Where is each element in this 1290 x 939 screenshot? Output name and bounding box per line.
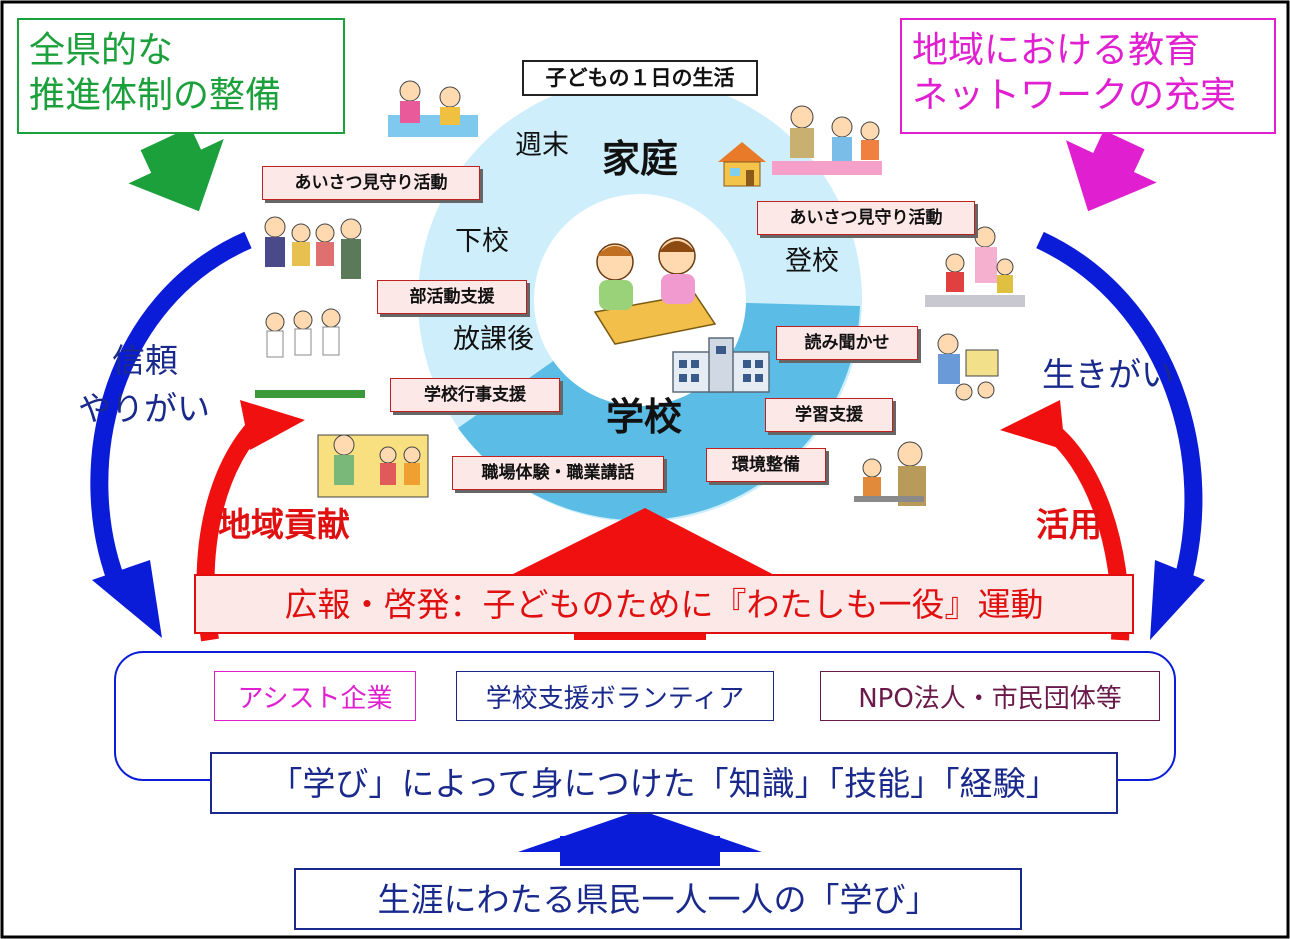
magenta-arrow [1066,130,1157,212]
label-after-class: 放課後 [453,324,534,355]
crossing-guard-children [264,216,362,279]
knowledge-banner: 「学び」によって身につけた「知識」「技能」「経験」 [210,752,1118,814]
label-club-support: 部活動支援 [377,280,527,314]
label-leave-school: 下校 [455,226,509,257]
blue-up-arrow-head [518,810,762,852]
red-arrow-right-head [1000,400,1065,450]
cooking-people [388,80,478,137]
children-studying-icon [593,237,717,345]
label-event-support: 学校行事支援 [390,378,560,412]
corner-prefecture-line1: 全県的な [29,30,174,71]
club-activity-kids [255,308,365,398]
corner-prefecture-line2: 推進体制の整備 [29,75,282,116]
greeting-adult-children [925,226,1025,307]
blue-cycle-arrows [90,231,1203,594]
org-assist-company: アシスト企業 [214,671,416,721]
label-workplace-experience: 職場体験・職業講話 [452,456,664,490]
campaign-banner: 広報・啓発：子どものために『わたしも一役』運動 [194,574,1134,634]
workplace-experience-people [317,434,429,498]
label-environment: 環境整備 [706,448,826,482]
red-up-arrow-head [505,508,780,578]
org-school-volunteer: 学校支援ボランティア [456,671,774,721]
label-rewarding: やりがい [78,389,210,428]
blue-arrow-left [90,231,252,594]
label-school: 学校 [606,395,683,439]
label-home: 家庭 [602,137,679,181]
learning-support-people [854,441,926,506]
label-greeting-watch-right: あいさつ見守り活動 [757,201,975,235]
corner-education-network: 地域における教育 ネットワークの充実 [900,18,1276,134]
label-community-contribution: 地域貢献 [218,505,350,544]
red-arrow-left-head [240,400,305,450]
daily-life-title: 子どもの１日の生活 [522,60,758,96]
label-utilize: 活用 [1036,505,1102,544]
label-reading-aloud: 読み聞かせ [776,326,918,360]
label-learning-support: 学習支援 [765,398,893,432]
school-building-icon [672,337,770,393]
lifelong-learning-banner: 生涯にわたる県民一人一人の「学び」 [294,868,1022,930]
reading-aloud-people [937,333,999,401]
people-illustration [255,80,1025,506]
blue-arrow-right-head [1150,560,1205,640]
grandparents-children [772,105,882,175]
label-greeting-watch-left: あいさつ見守り活動 [262,166,480,200]
corner-network-line1: 地域における教育 [912,30,1201,71]
green-arrow [128,126,224,212]
label-purpose-in-life: 生きがい [1042,355,1174,394]
label-weekend: 週末 [515,130,569,161]
corner-prefecture-system: 全県的な 推進体制の整備 [17,18,345,134]
corner-network-line2: ネットワークの充実 [912,75,1237,116]
org-npo-citizens: NPO法人・市民団体等 [820,671,1160,721]
house-icon [718,142,766,187]
blue-arrow-right [1036,231,1203,593]
blue-arrow-left-head [92,560,162,638]
label-go-to-school: 登校 [785,246,839,277]
label-trust: 信頼 [112,341,178,380]
